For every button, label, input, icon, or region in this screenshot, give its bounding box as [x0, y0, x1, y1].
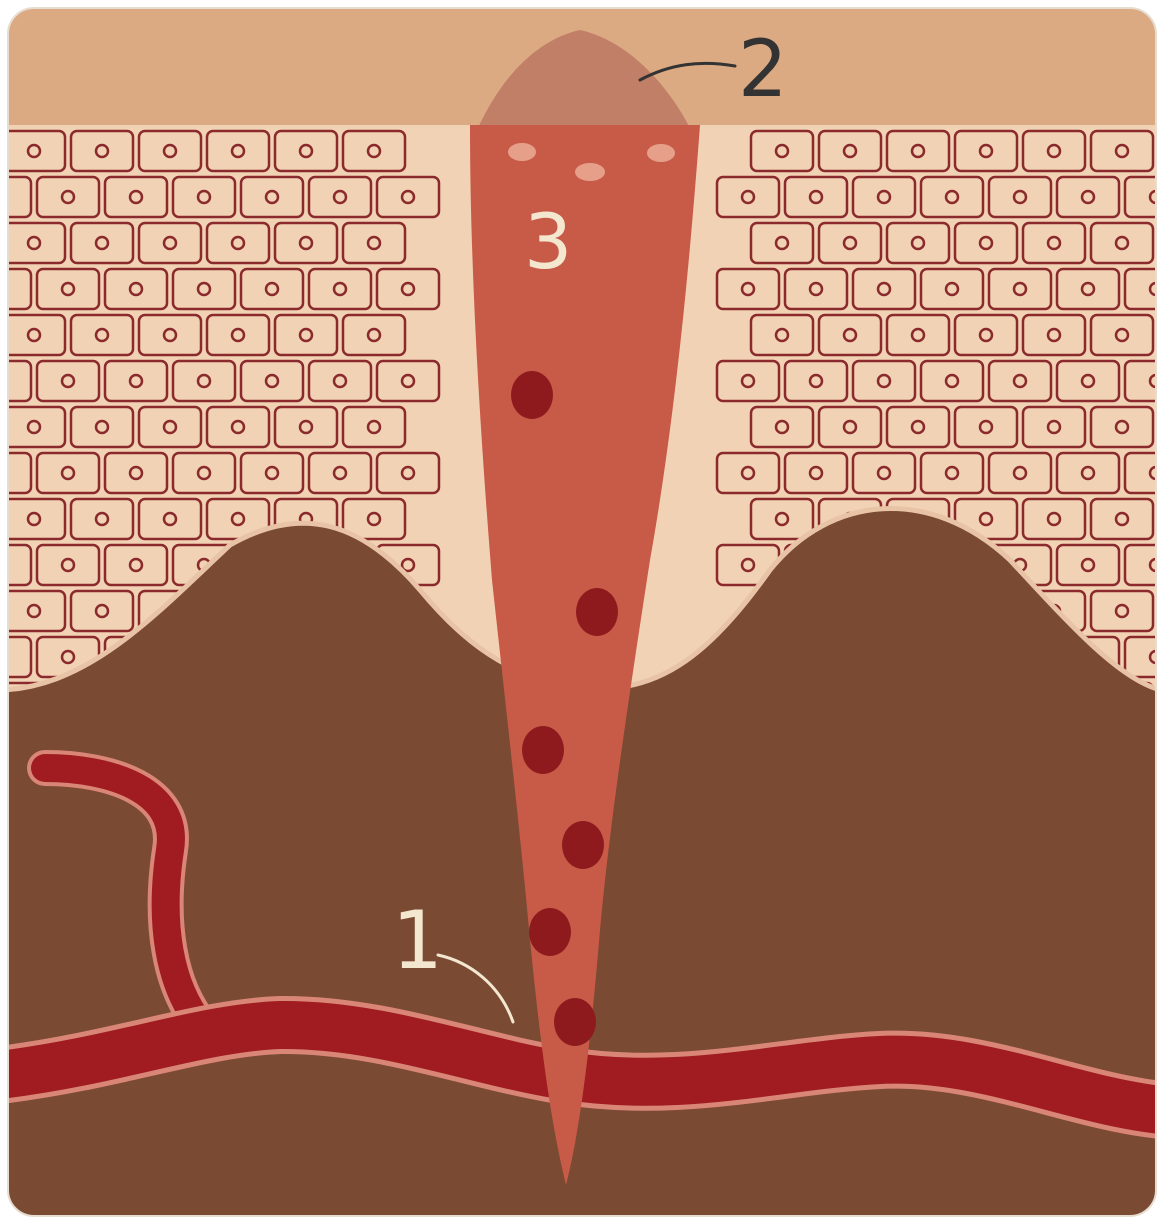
label-spine-shaft: 3 [524, 197, 572, 286]
blood-dot [522, 726, 564, 774]
cell-nucleus [0, 559, 6, 571]
spine-mark [647, 144, 675, 162]
blood-dot [529, 908, 571, 956]
cell-nucleus [0, 651, 6, 663]
blood-dot [562, 821, 604, 869]
label-blood-vessel: 1 [392, 894, 443, 987]
blood-dot [554, 998, 596, 1046]
cell-nucleus [0, 191, 6, 203]
blood-dot [576, 588, 618, 636]
cell-nucleus [0, 375, 6, 387]
blood-dot [511, 371, 553, 419]
spine-mark [508, 143, 536, 161]
spine-mark [575, 163, 605, 181]
cell-nucleus [0, 467, 6, 479]
label-spine-tip: 2 [738, 25, 788, 115]
cell-nucleus [0, 283, 6, 295]
